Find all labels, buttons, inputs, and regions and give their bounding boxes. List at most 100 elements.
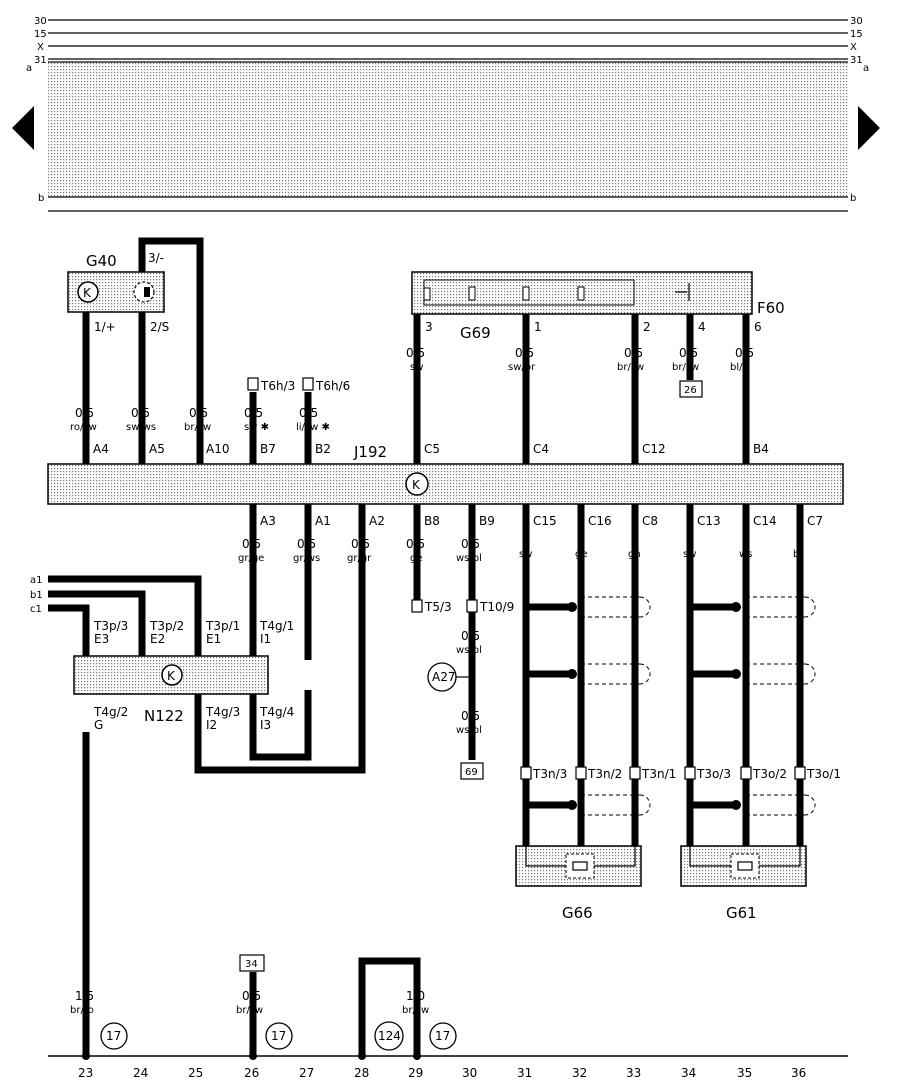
wire-c7-color: br [793,549,804,560]
ref-34-text: 34 [245,959,258,970]
pin-c16: C16 [588,514,612,528]
wire-a4-color: ro/sw [70,422,97,433]
pin-c12: C12 [642,442,666,456]
ground-wire-23-size: 1,5 [75,989,94,1003]
pin-i1: I1 [260,632,271,646]
ground-wires: 34 1,5 br/ro 0,5 br/sw 1,0 br/sw 17 17 1… [70,732,457,1056]
ground-17-c: 17 [435,1029,450,1043]
track-25: 25 [188,1066,203,1080]
g61-label: G61 [726,904,757,922]
wire-b7-size: 0,5 [244,406,263,420]
conn-t6h6: T6h/6 [315,379,350,393]
rail-label-15-right: 15 [850,29,863,40]
f60-g69-component: F60 G69 [411,271,785,342]
rail-b1: b1 [30,590,43,601]
track-34: 34 [681,1066,696,1080]
rail-label-x-left: X [37,42,44,53]
ref-box-26: 26 [679,380,703,398]
pin-e1: E1 [206,632,221,646]
wire-c13-color: sw [683,549,696,560]
rail-label-31-left: 31 [34,55,47,66]
wire-c16-color: ge [575,549,588,560]
pin-a5: A5 [149,442,165,456]
wire-b2-size: 0,5 [299,406,318,420]
track-27: 27 [299,1066,314,1080]
previous-page-arrow-icon[interactable] [12,106,34,150]
ground-rail [48,1052,848,1060]
pin-c5: C5 [424,442,440,456]
conn-t6h3: T6h/3 [260,379,295,393]
pin-a2: A2 [369,514,385,528]
a27-wire-2-size: 0,5 [461,709,480,723]
wire-b4-color: bl/li [730,362,748,373]
wire-b2-color: li/sw ✱ [296,422,330,433]
track-33: 33 [626,1066,641,1080]
pin-c8: C8 [642,514,658,528]
pin-c14: C14 [753,514,777,528]
g40-label: G40 [86,252,117,270]
track-36: 36 [791,1066,806,1080]
pin-a1: A1 [315,514,331,528]
wire-c15-color: sw [519,549,532,560]
wire-26-color: br/sw [672,362,699,373]
n122-component: K N122 [73,655,269,725]
n122-input-wires: a1 b1 c1 T3p/3 E3 T3p/2 E2 T3p/1 E1 T4g/… [30,575,294,660]
ground-124: 124 [378,1029,401,1043]
conn-t3n1: T3n/1 [641,767,676,781]
wire-b7-color: sw ✱ [244,422,269,433]
conn-t4g3: T4g/3 [205,705,240,719]
ground-wire-29-color: br/sw [402,1005,429,1016]
j192-label: J192 [353,443,387,461]
rail-label-a-right: a [863,63,869,74]
t6h-wires: T6h/3 T6h/6 0,5 sw ✱ 0,5 li/sw ✱ [244,377,350,465]
pin-c4: C4 [533,442,549,456]
wire-a10-size: 0,5 [189,406,208,420]
track-29: 29 [408,1066,423,1080]
conn-t4g2: T4g/2 [93,705,128,719]
wire-c5-color: sw [410,362,423,373]
wire-b9-color: ws/bl [456,553,482,564]
j192-bottom-wire-labels: 0,5 gr/ge 0,5 gr/ws 0,5 gr/gr 0,5 ge 0,5… [238,537,804,564]
pin-i2: I2 [206,718,217,732]
j192-bottom-wires [194,504,804,848]
pin-c15: C15 [533,514,557,528]
rail-label-a-left: a [26,63,32,74]
conn-t3o1: T3o/1 [806,767,841,781]
pin-c7: C7 [807,514,823,528]
a27-wire-1-color: ws/bl [456,645,482,656]
conn-t3n3: T3n/3 [532,767,567,781]
rail-label-30-right: 30 [850,16,863,27]
b8-b9-connectors: T5/3 T10/9 0,5 ws/bl A27 0,5 ws/bl 69 [411,599,514,780]
f60-pin-2: 2 [643,320,651,334]
wire-a10-color: br/sw [184,422,211,433]
wire-a5-color: sw/ws [126,422,156,433]
ref-69-text: 69 [465,767,478,778]
a27-label: A27 [432,670,455,684]
track-35: 35 [737,1066,752,1080]
pin-e3: E3 [94,632,109,646]
g40-component: G40 K [67,252,165,313]
f60-wire-labels: 0,5 sw 0,5 sw/br 0,5 br/sw 0,5 br/sw 0,5… [406,346,754,373]
next-page-arrow-icon[interactable] [858,106,880,150]
rail-c1: c1 [30,604,42,615]
rail-a1: a1 [30,575,43,586]
g40-pin-3: 3/- [148,251,164,265]
f60-pin-3: 3 [425,320,433,334]
pin-b9: B9 [479,514,495,528]
wire-c12-color: br/sw [617,362,644,373]
wire-a3-size: 0,5 [242,537,261,551]
wire-b4-size: 0,5 [735,346,754,360]
ground-wire-23-color: br/ro [70,1005,94,1016]
svg-text:K: K [83,286,92,300]
ground-17-b: 17 [271,1029,286,1043]
wire-c14-color: ws [739,549,752,560]
wire-c5-size: 0,5 [406,346,425,360]
ground-wire-26-color: br/sw [236,1005,263,1016]
wire-a1-color: gr/ws [293,553,320,564]
a27-wire-1-size: 0,5 [461,629,480,643]
wire-b9-size: 0,5 [461,537,480,551]
rail-label-b-right: b [850,193,856,204]
j192-component: J192 K [47,443,844,505]
pin-e2: E2 [150,632,165,646]
rail-label-31-right: 31 [850,55,863,66]
